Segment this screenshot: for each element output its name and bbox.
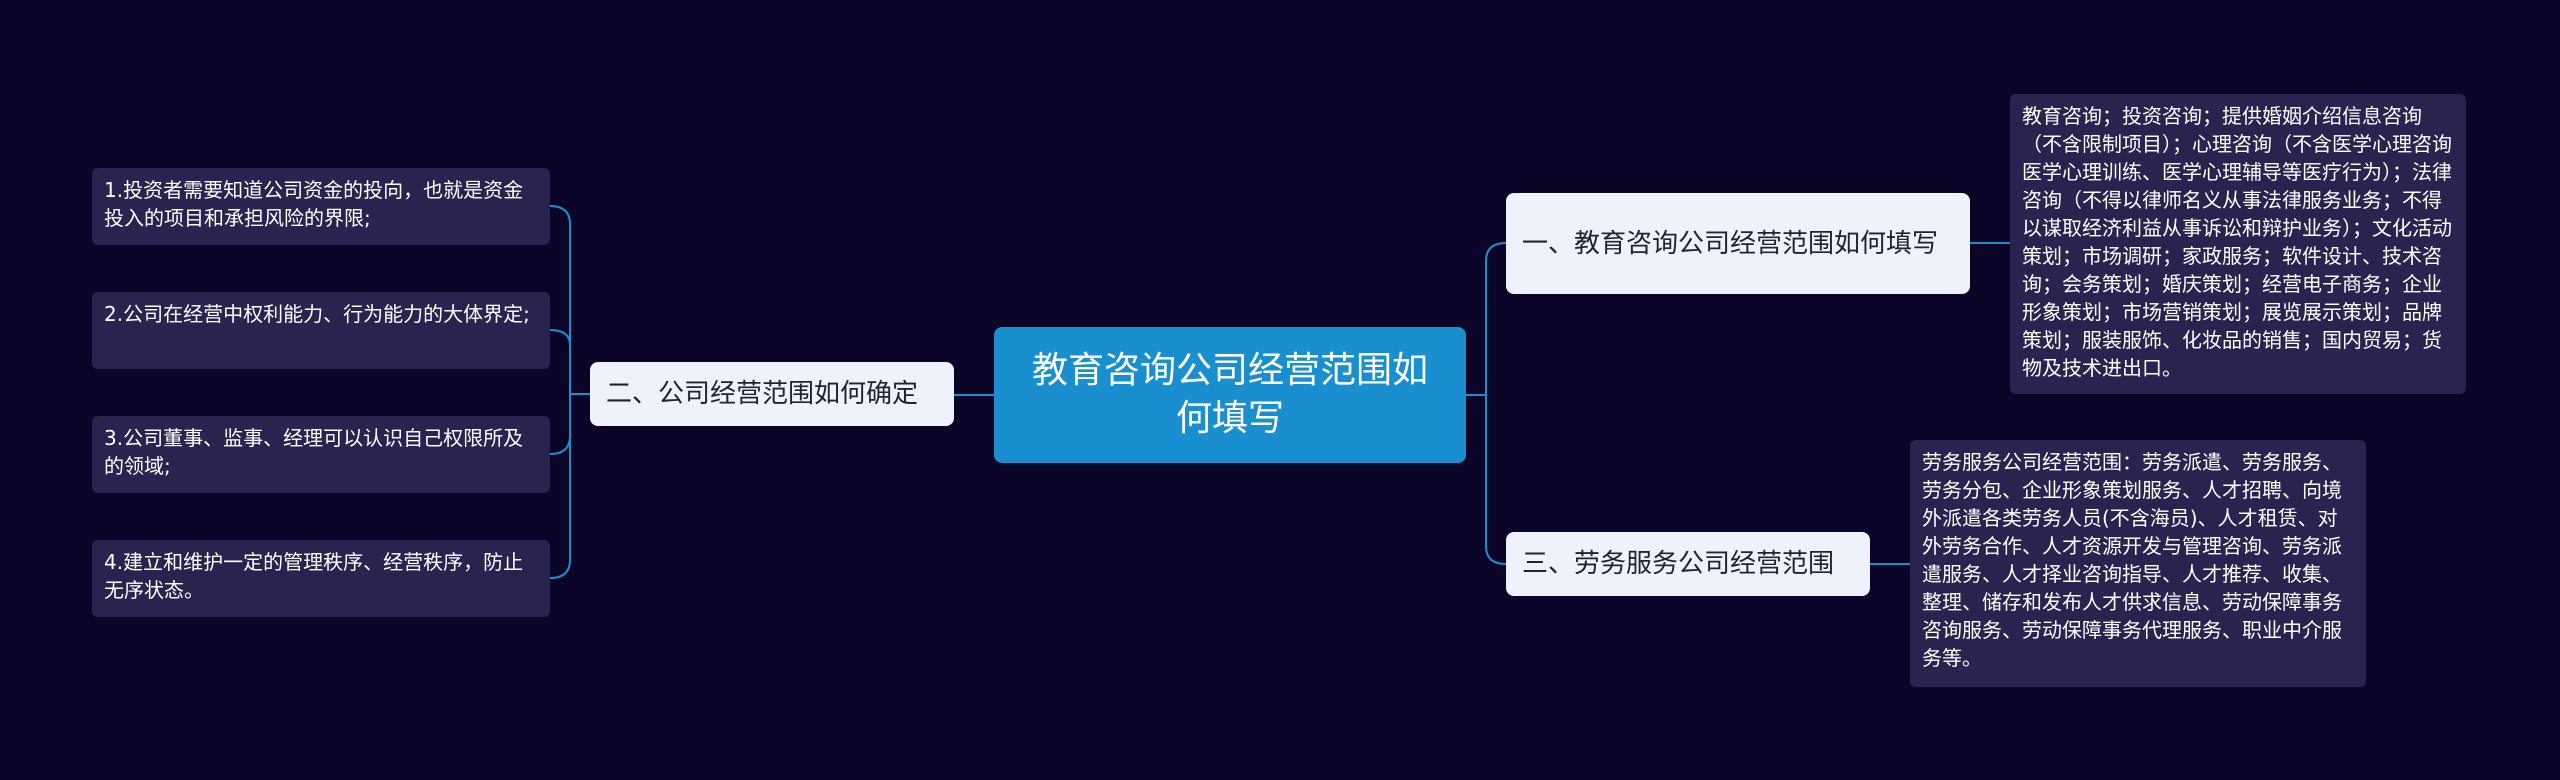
connector-branch-2-leaf-1 <box>549 205 590 395</box>
leaf-text-2-4: 4.建立和维护一定的管理秩序、经营秩序，防止无序状态。 <box>104 550 524 602</box>
central-topic[interactable]: 教育咨询公司经营范围如何填写 <box>994 327 1466 463</box>
leaf-node-2-4[interactable]: 4.建立和维护一定的管理秩序、经营秩序，防止无序状态。 <box>92 540 550 617</box>
branch-node-2[interactable]: 二、公司经营范围如何确定 <box>590 362 954 426</box>
central-topic-text: 教育咨询公司经营范围如何填写 <box>1031 350 1428 439</box>
leaf-node-2-1[interactable]: 1.投资者需要知道公司资金的投向，也就是资金投入的项目和承担风险的界限; <box>92 168 550 245</box>
branch-label-2: 二、公司经营范围如何确定 <box>606 379 919 409</box>
leaf-text-3-1: 劳务服务公司经营范围：劳务派遣、劳务服务、劳务分包、企业形象策划服务、人才招聘、… <box>1922 450 2342 670</box>
connector-branch-2-leaf-2 <box>549 329 571 346</box>
leaf-node-2-3[interactable]: 3.公司董事、监事、经理可以认识自己权限所及的领域; <box>92 416 550 493</box>
connector-branch-2-leaf-3 <box>549 394 571 455</box>
connector-branch-2-leaf-4 <box>549 436 571 579</box>
connector-central-branch-1 <box>1466 242 1507 396</box>
branch-label-3: 三、劳务服务公司经营范围 <box>1522 549 1835 579</box>
branch-node-1[interactable]: 一、教育咨询公司经营范围如何填写 <box>1506 193 1970 294</box>
leaf-text-1-1: 教育咨询；投资咨询；提供婚姻介绍信息咨询（不含限制项目）；心理咨询（不含医学心理… <box>2022 104 2452 380</box>
leaf-node-3-1[interactable]: 劳务服务公司经营范围：劳务派遣、劳务服务、劳务分包、企业形象策划服务、人才招聘、… <box>1910 440 2366 687</box>
branch-label-1: 一、教育咨询公司经营范围如何填写 <box>1522 228 1939 259</box>
connector-central-branch-3 <box>1466 394 1507 565</box>
leaf-text-2-2: 2.公司在经营中权利能力、行为能力的大体界定; <box>104 302 530 326</box>
leaf-node-2-2[interactable]: 2.公司在经营中权利能力、行为能力的大体界定; <box>92 292 550 369</box>
leaf-text-2-3: 3.公司董事、监事、经理可以认识自己权限所及的领域; <box>104 426 524 478</box>
leaf-node-1-1[interactable]: 教育咨询；投资咨询；提供婚姻介绍信息咨询（不含限制项目）；心理咨询（不含医学心理… <box>2010 94 2466 394</box>
leaf-text-2-1: 1.投资者需要知道公司资金的投向，也就是资金投入的项目和承担风险的界限; <box>104 178 524 230</box>
branch-node-3[interactable]: 三、劳务服务公司经营范围 <box>1506 532 1870 596</box>
